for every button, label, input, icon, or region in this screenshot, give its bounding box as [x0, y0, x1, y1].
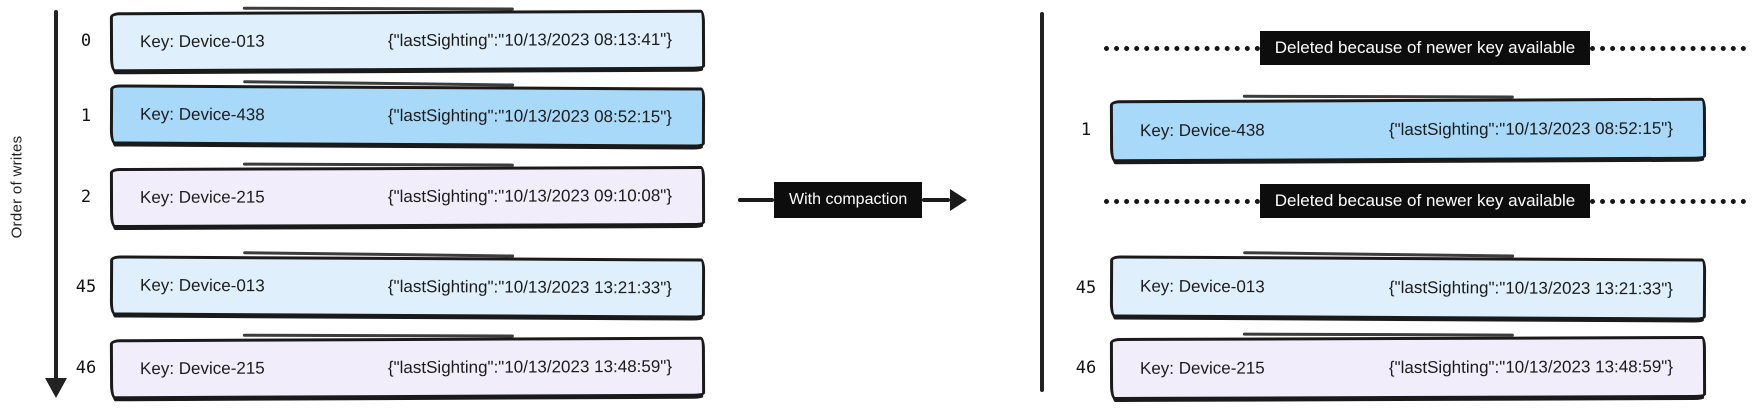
record-key: Key: Device-013	[139, 31, 265, 52]
record-key: Key: Device-438	[139, 104, 265, 125]
log-record-row: 46 Key: Device-215 {"lastSighting":"10/1…	[62, 336, 706, 400]
record-box: Key: Device-438 {"lastSighting":"10/13/2…	[109, 84, 706, 148]
record-value: {"lastSighting":"10/13/2023 13:21:33"}	[387, 276, 673, 298]
arrow-line	[922, 198, 951, 202]
log-record-row: 2 Key: Device-215 {"lastSighting":"10/13…	[62, 165, 706, 229]
record-key: Key: Device-215	[1139, 358, 1265, 378]
with-compaction-arrow: With compaction	[738, 181, 1000, 219]
record-key: Key: Device-215	[139, 358, 265, 379]
record-box: Key: Device-013 {"lastSighting":"10/13/2…	[109, 255, 706, 319]
compacted-log-axis-line	[1040, 12, 1044, 392]
deleted-record-label: Deleted because of newer key available	[1259, 31, 1591, 65]
deleted-record-label: Deleted because of newer key available	[1259, 184, 1591, 218]
write-index: 45	[75, 277, 97, 297]
write-index: 1	[1080, 120, 1092, 140]
record-key: Key: Device-013	[139, 275, 265, 296]
log-record-row: 0 Key: Device-013 {"lastSighting":"10/13…	[62, 9, 706, 73]
with-compaction-label: With compaction	[774, 182, 923, 218]
record-value: {"lastSighting":"10/13/2023 08:13:41"}	[387, 29, 673, 51]
arrow-head-icon	[950, 189, 968, 211]
order-of-writes-axis-line	[54, 10, 58, 382]
dotted-line	[1104, 198, 1260, 204]
order-of-writes-axis-label: Order of writes	[8, 135, 26, 239]
record-value: {"lastSighting":"10/13/2023 13:21:33"}	[1388, 277, 1674, 299]
record-value: {"lastSighting":"10/13/2023 13:48:59"}	[1388, 357, 1674, 378]
log-record-row: 45 Key: Device-013 {"lastSighting":"10/1…	[62, 255, 706, 319]
record-box: Key: Device-438 {"lastSighting":"10/13/2…	[1109, 97, 1707, 163]
record-key: Key: Device-013	[1139, 276, 1265, 297]
record-key: Key: Device-215	[139, 187, 265, 207]
deleted-record-row: Deleted because of newer key available	[1104, 30, 1746, 66]
order-of-writes-arrowhead-icon	[45, 378, 67, 398]
record-value: {"lastSighting":"10/13/2023 08:52:15"}	[387, 105, 673, 127]
log-record-row: 46 Key: Device-215 {"lastSighting":"10/1…	[1062, 335, 1707, 401]
dotted-line	[1590, 45, 1746, 51]
arrow-line	[738, 198, 774, 202]
write-index: 46	[75, 358, 97, 378]
write-index: 46	[1075, 358, 1097, 378]
log-record-row: 1 Key: Device-438 {"lastSighting":"10/13…	[62, 84, 706, 148]
log-record-row: 45 Key: Device-013 {"lastSighting":"10/1…	[1062, 255, 1707, 321]
record-box: Key: Device-215 {"lastSighting":"10/13/2…	[109, 336, 706, 400]
write-index: 0	[80, 31, 92, 51]
record-box: Key: Device-013 {"lastSighting":"10/13/2…	[109, 9, 706, 73]
write-index: 45	[1075, 278, 1097, 298]
dotted-line	[1104, 45, 1260, 51]
deleted-record-row: Deleted because of newer key available	[1104, 183, 1746, 219]
record-value: {"lastSighting":"10/13/2023 08:52:15"}	[1388, 118, 1674, 140]
record-value: {"lastSighting":"10/13/2023 09:10:08"}	[387, 186, 673, 207]
dotted-line	[1590, 198, 1746, 204]
write-index: 1	[80, 106, 92, 126]
record-key: Key: Device-438	[1139, 120, 1265, 141]
record-box: Key: Device-215 {"lastSighting":"10/13/2…	[1109, 335, 1707, 401]
log-record-row: 1 Key: Device-438 {"lastSighting":"10/13…	[1062, 97, 1707, 163]
record-box: Key: Device-013 {"lastSighting":"10/13/2…	[1109, 255, 1707, 321]
write-index: 2	[80, 187, 92, 207]
record-box: Key: Device-215 {"lastSighting":"10/13/2…	[109, 165, 706, 229]
record-value: {"lastSighting":"10/13/2023 13:48:59"}	[387, 356, 673, 378]
